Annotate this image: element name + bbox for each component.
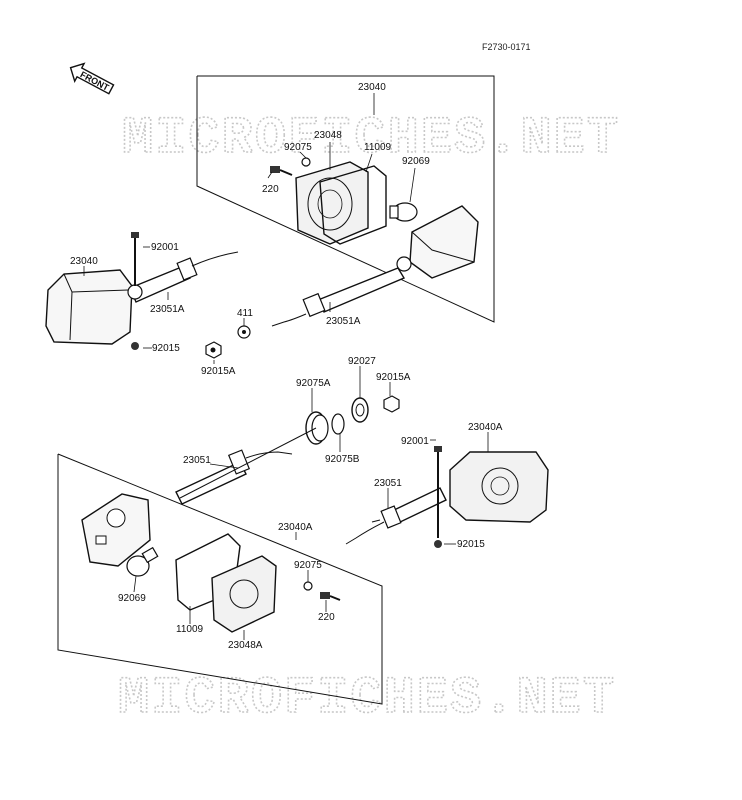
label-11009-top: 11009: [364, 142, 392, 153]
nut-92075-bottom: [303, 581, 313, 591]
label-92075-top: 92075: [284, 142, 312, 153]
label-92015A-left: 92015A: [201, 366, 236, 377]
label-92069-top: 92069: [402, 156, 430, 167]
label-92075A: 92075A: [296, 378, 331, 389]
label-92069-bottom: 92069: [118, 593, 146, 604]
label-23040A-right: 23040A: [468, 422, 503, 433]
mid-axis-line: [179, 427, 317, 499]
label-23040-left: 23040: [70, 256, 98, 267]
label-92001-top: 92001: [151, 242, 179, 253]
nut-92015-left: [131, 342, 139, 350]
watermark-bottom: MICROFICHES.NET: [118, 669, 616, 728]
front-label: FRONT: [79, 69, 112, 93]
label-23051-mid: 23051: [183, 455, 211, 466]
label-23051-right: 23051: [374, 478, 402, 489]
grommet-92075A: [305, 411, 329, 445]
housing-23040A-bottom: [81, 493, 151, 567]
label-92015-left: 92015: [152, 343, 180, 354]
nut-92015A-left: [205, 341, 222, 359]
nut-92075-top: [301, 157, 311, 167]
label-411: 411: [237, 308, 253, 319]
housing-23040-top-right: [409, 205, 479, 279]
collar-92027: [351, 397, 369, 423]
label-92027: 92027: [348, 356, 376, 367]
gasket-11009-top: [319, 165, 387, 245]
label-23051A-left: 23051A: [150, 304, 185, 315]
label-23040A-bottom: 23040A: [278, 522, 313, 533]
front-arrow-icon: FRONT: [69, 62, 115, 95]
nut-92015A-right: [383, 395, 400, 413]
label-11009-bottom: 11009: [176, 624, 204, 635]
bolt-92001-right: [434, 446, 442, 538]
assembly-frame-bottom: [57, 453, 383, 705]
label-220-bottom: 220: [318, 612, 335, 623]
housing-23040-left: [45, 269, 133, 345]
label-92015A-right: 92015A: [376, 372, 411, 383]
lens-23048: [295, 161, 369, 245]
lens-23048A: [211, 555, 277, 633]
label-220-top: 220: [262, 184, 279, 195]
stalk-23051A-mid: [271, 256, 412, 327]
screw-220-top: [270, 166, 280, 173]
label-23040-top: 23040: [358, 82, 386, 93]
label-92015-right: 92015: [457, 539, 485, 550]
screw-220-bottom: [320, 592, 341, 601]
label-92075-bottom: 92075: [294, 560, 322, 571]
label-92075B: 92075B: [325, 454, 360, 465]
label-23048: 23048: [314, 130, 342, 141]
label-92001-right: 92001: [401, 436, 429, 447]
bulb-92069-top: [389, 202, 418, 222]
nut-92015-right: [434, 540, 442, 548]
grommet-92075B: [331, 413, 345, 435]
assembly-frame-top: [196, 75, 495, 323]
leader-lines: [83, 93, 489, 640]
label-23048A: 23048A: [228, 640, 263, 651]
drawing-code: F2730-0171: [482, 42, 531, 52]
stalk-23051-right: [345, 487, 447, 545]
bolt-92001-left: [131, 232, 139, 286]
housing-23040A-right: [449, 451, 549, 523]
bulb-92069-bottom: [126, 546, 159, 577]
stalk-23051A-left: [127, 251, 239, 303]
label-23051A-mid: 23051A: [326, 316, 361, 327]
